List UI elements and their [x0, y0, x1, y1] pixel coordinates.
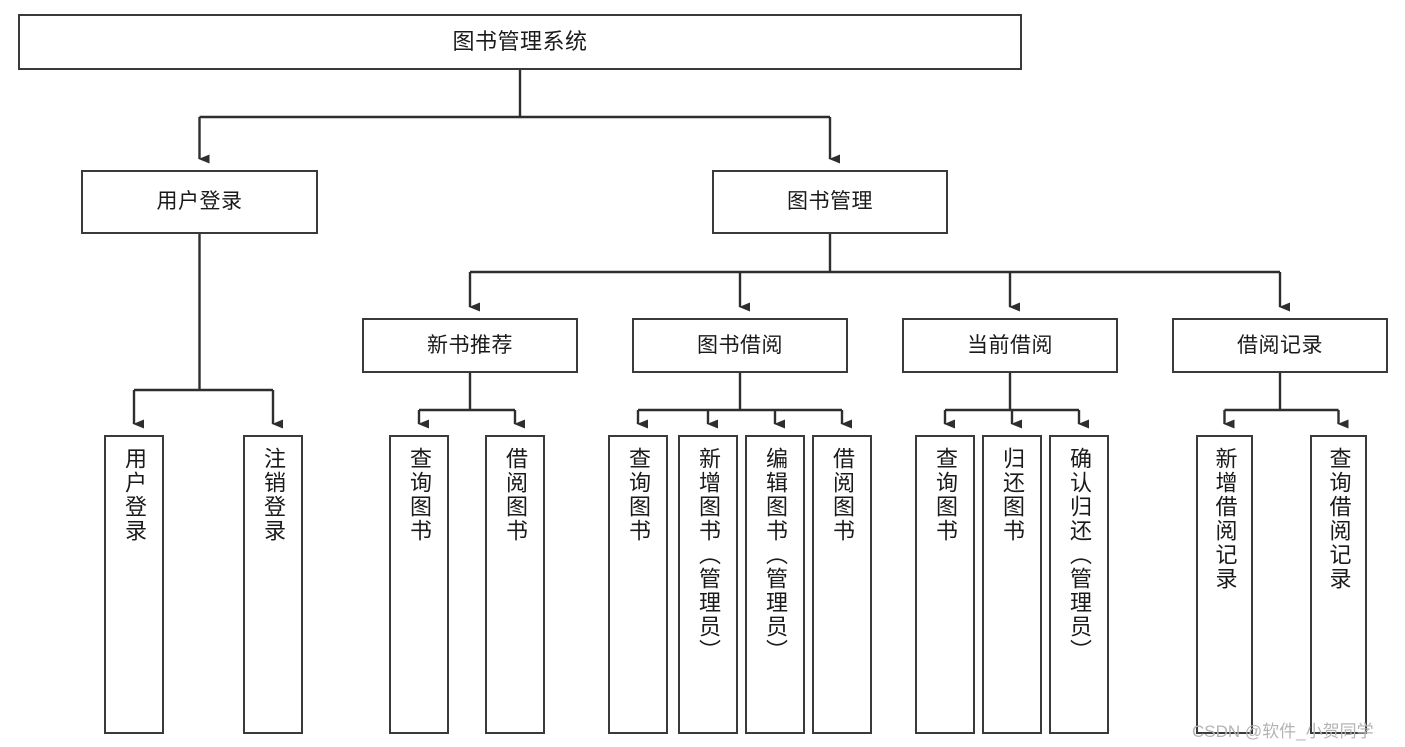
node-label: 新增图书（管理员）: [696, 447, 721, 663]
node-leaf-rec-add-record[interactable]: 新增借阅记录: [1196, 435, 1253, 734]
node-label: 用户登录: [122, 447, 147, 543]
node-label: 归还图书: [1000, 447, 1025, 543]
node-label: 查询图书: [407, 447, 432, 543]
node-leaf-cur-confirm-return[interactable]: 确认归还（管理员）: [1049, 435, 1109, 734]
node-leaf-cur-return-book[interactable]: 归还图书: [982, 435, 1042, 734]
node-leaf-rec-borrow-book[interactable]: 借阅图书: [485, 435, 545, 734]
node-label: 新书推荐: [427, 333, 513, 357]
node-leaf-user-logout[interactable]: 注销登录: [243, 435, 303, 734]
node-label: 用户登录: [156, 190, 243, 214]
node-label: 查询图书: [933, 447, 958, 543]
node-label: 编辑图书（管理员）: [763, 447, 788, 663]
node-book-manage[interactable]: 图书管理: [712, 170, 948, 234]
node-label: 确认归还（管理员）: [1067, 447, 1092, 663]
node-label: 新增借阅记录: [1212, 447, 1238, 591]
node-label: 借阅图书: [503, 447, 528, 543]
node-leaf-rec-query-book[interactable]: 查询图书: [389, 435, 449, 734]
node-label: 查询借阅记录: [1326, 447, 1352, 591]
csdn-watermark: CSDN @软件_小贺同学: [1192, 722, 1374, 741]
node-book-borrow[interactable]: 图书借阅: [632, 318, 848, 373]
node-user-login[interactable]: 用户登录: [81, 170, 318, 234]
node-label: 查询图书: [626, 447, 651, 543]
node-label: 当前借阅: [967, 333, 1053, 357]
node-label: 图书管理: [787, 190, 873, 214]
node-leaf-borrow-query-book[interactable]: 查询图书: [608, 435, 668, 734]
node-borrow-record[interactable]: 借阅记录: [1172, 318, 1388, 373]
node-label: 图书借阅: [697, 333, 783, 357]
node-leaf-borrow-add-book[interactable]: 新增图书（管理员）: [678, 435, 738, 734]
node-label: 借阅图书: [830, 447, 855, 543]
node-leaf-user-login[interactable]: 用户登录: [104, 435, 164, 734]
node-label: 图书管理系统: [452, 28, 588, 54]
node-root[interactable]: 图书管理系统: [18, 14, 1022, 70]
node-label: 注销登录: [261, 447, 286, 543]
node-leaf-rec-query-record[interactable]: 查询借阅记录: [1310, 435, 1367, 734]
node-leaf-cur-query-book[interactable]: 查询图书: [915, 435, 975, 734]
node-leaf-borrow-edit-book[interactable]: 编辑图书（管理员）: [745, 435, 805, 734]
node-current-borrow[interactable]: 当前借阅: [902, 318, 1118, 373]
node-new-book-rec[interactable]: 新书推荐: [362, 318, 578, 373]
node-label: 借阅记录: [1237, 333, 1323, 357]
node-leaf-borrow-lend-book[interactable]: 借阅图书: [812, 435, 872, 734]
